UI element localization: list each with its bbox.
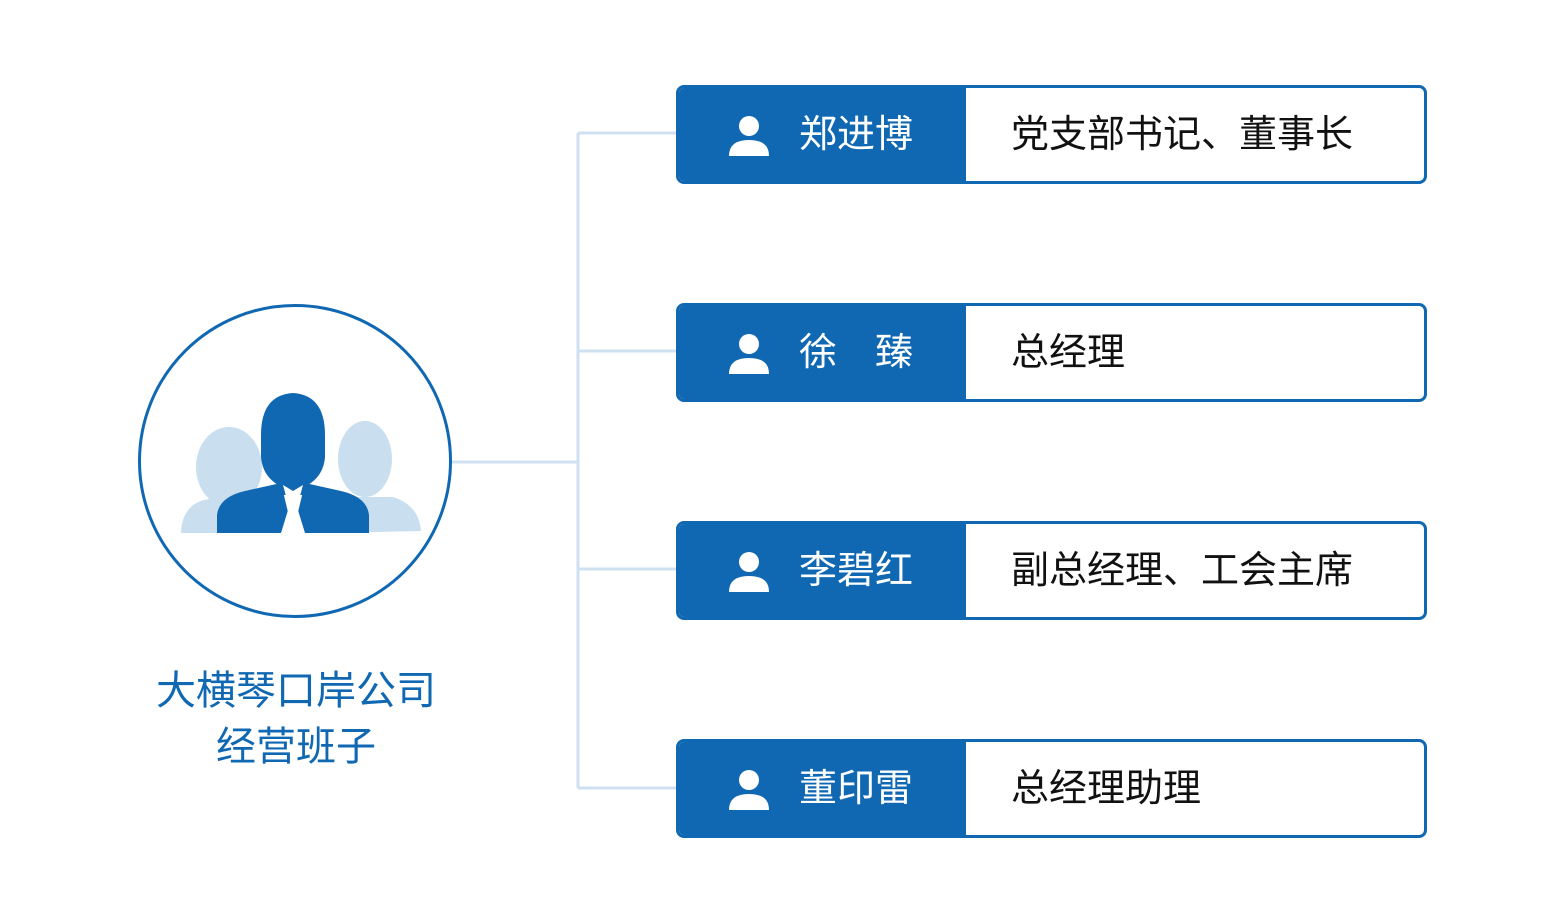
team-people-icon [181,393,421,533]
member-card-4: 董印雷 总经理助理 [676,739,1427,838]
member-title: 副总经理、工会主席 [1011,548,1354,592]
person-icon [729,116,769,156]
member-name: 李碧红 [799,548,914,592]
member-name: 郑进博 [799,112,914,156]
member-title: 党支部书记、董事长 [1011,112,1354,156]
member-card-1: 郑进博 党支部书记、董事长 [676,85,1427,184]
person-icon [729,770,769,810]
member-name-cell: 董印雷 [679,742,966,835]
member-name-cell: 李碧红 [679,524,966,617]
member-title: 总经理助理 [1011,766,1202,810]
member-title: 总经理 [1011,330,1126,374]
member-name: 徐 臻 [799,330,914,374]
person-icon [729,552,769,592]
member-name-cell: 徐 臻 [679,306,966,399]
group-title-line-1: 大横琴口岸公司 [156,668,436,714]
member-card-3: 李碧红 副总经理、工会主席 [676,521,1427,620]
member-card-2: 徐 臻 总经理 [676,303,1427,402]
member-name: 董印雷 [799,766,914,810]
member-name-cell: 郑进博 [679,88,966,181]
group-circle [138,304,452,618]
person-icon [729,334,769,374]
group-title-line-2: 经营班子 [216,724,376,770]
